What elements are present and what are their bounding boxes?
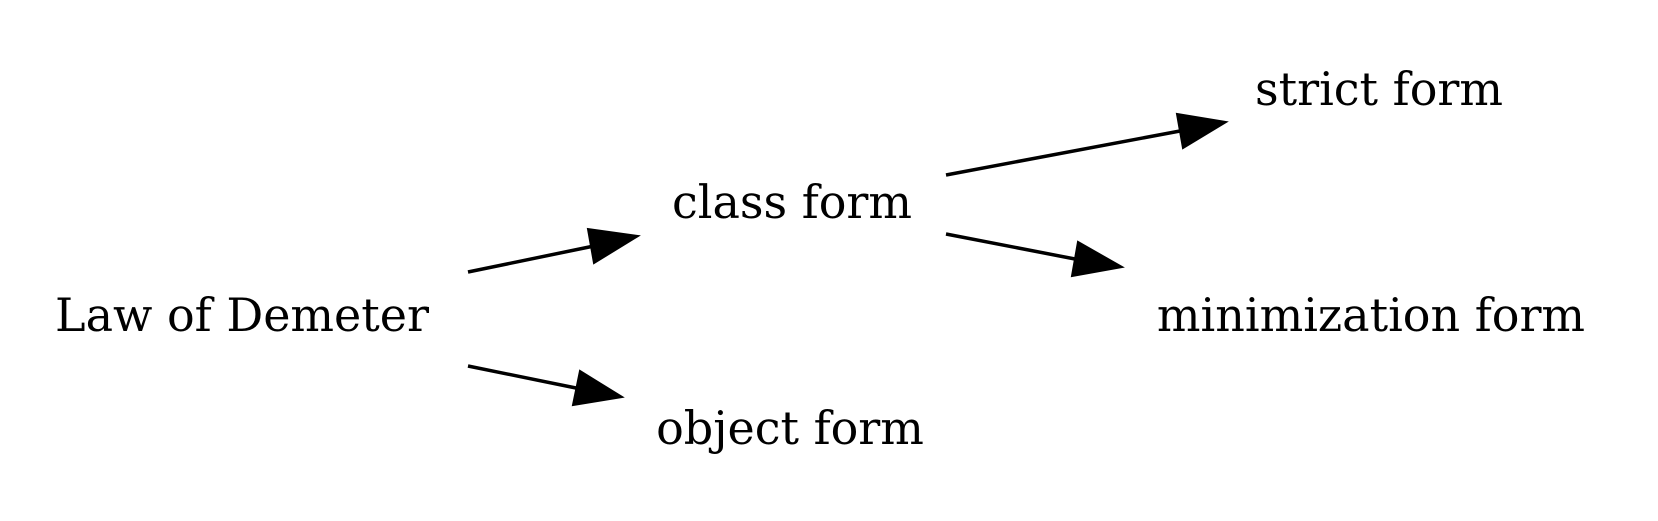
node-strict-form: strict form: [1255, 62, 1503, 116]
edge-class-to-minimization: [945, 232, 1125, 278]
node-object-form: object form: [656, 401, 924, 455]
node-class-form: class form: [672, 175, 912, 229]
node-law-of-demeter: Law of Demeter: [55, 288, 429, 342]
edge-law-to-object: [467, 364, 625, 407]
node-minimization-form: minimization form: [1157, 288, 1585, 342]
edge-law-to-class: [467, 227, 641, 274]
edge-class-to-strict: [945, 112, 1229, 177]
